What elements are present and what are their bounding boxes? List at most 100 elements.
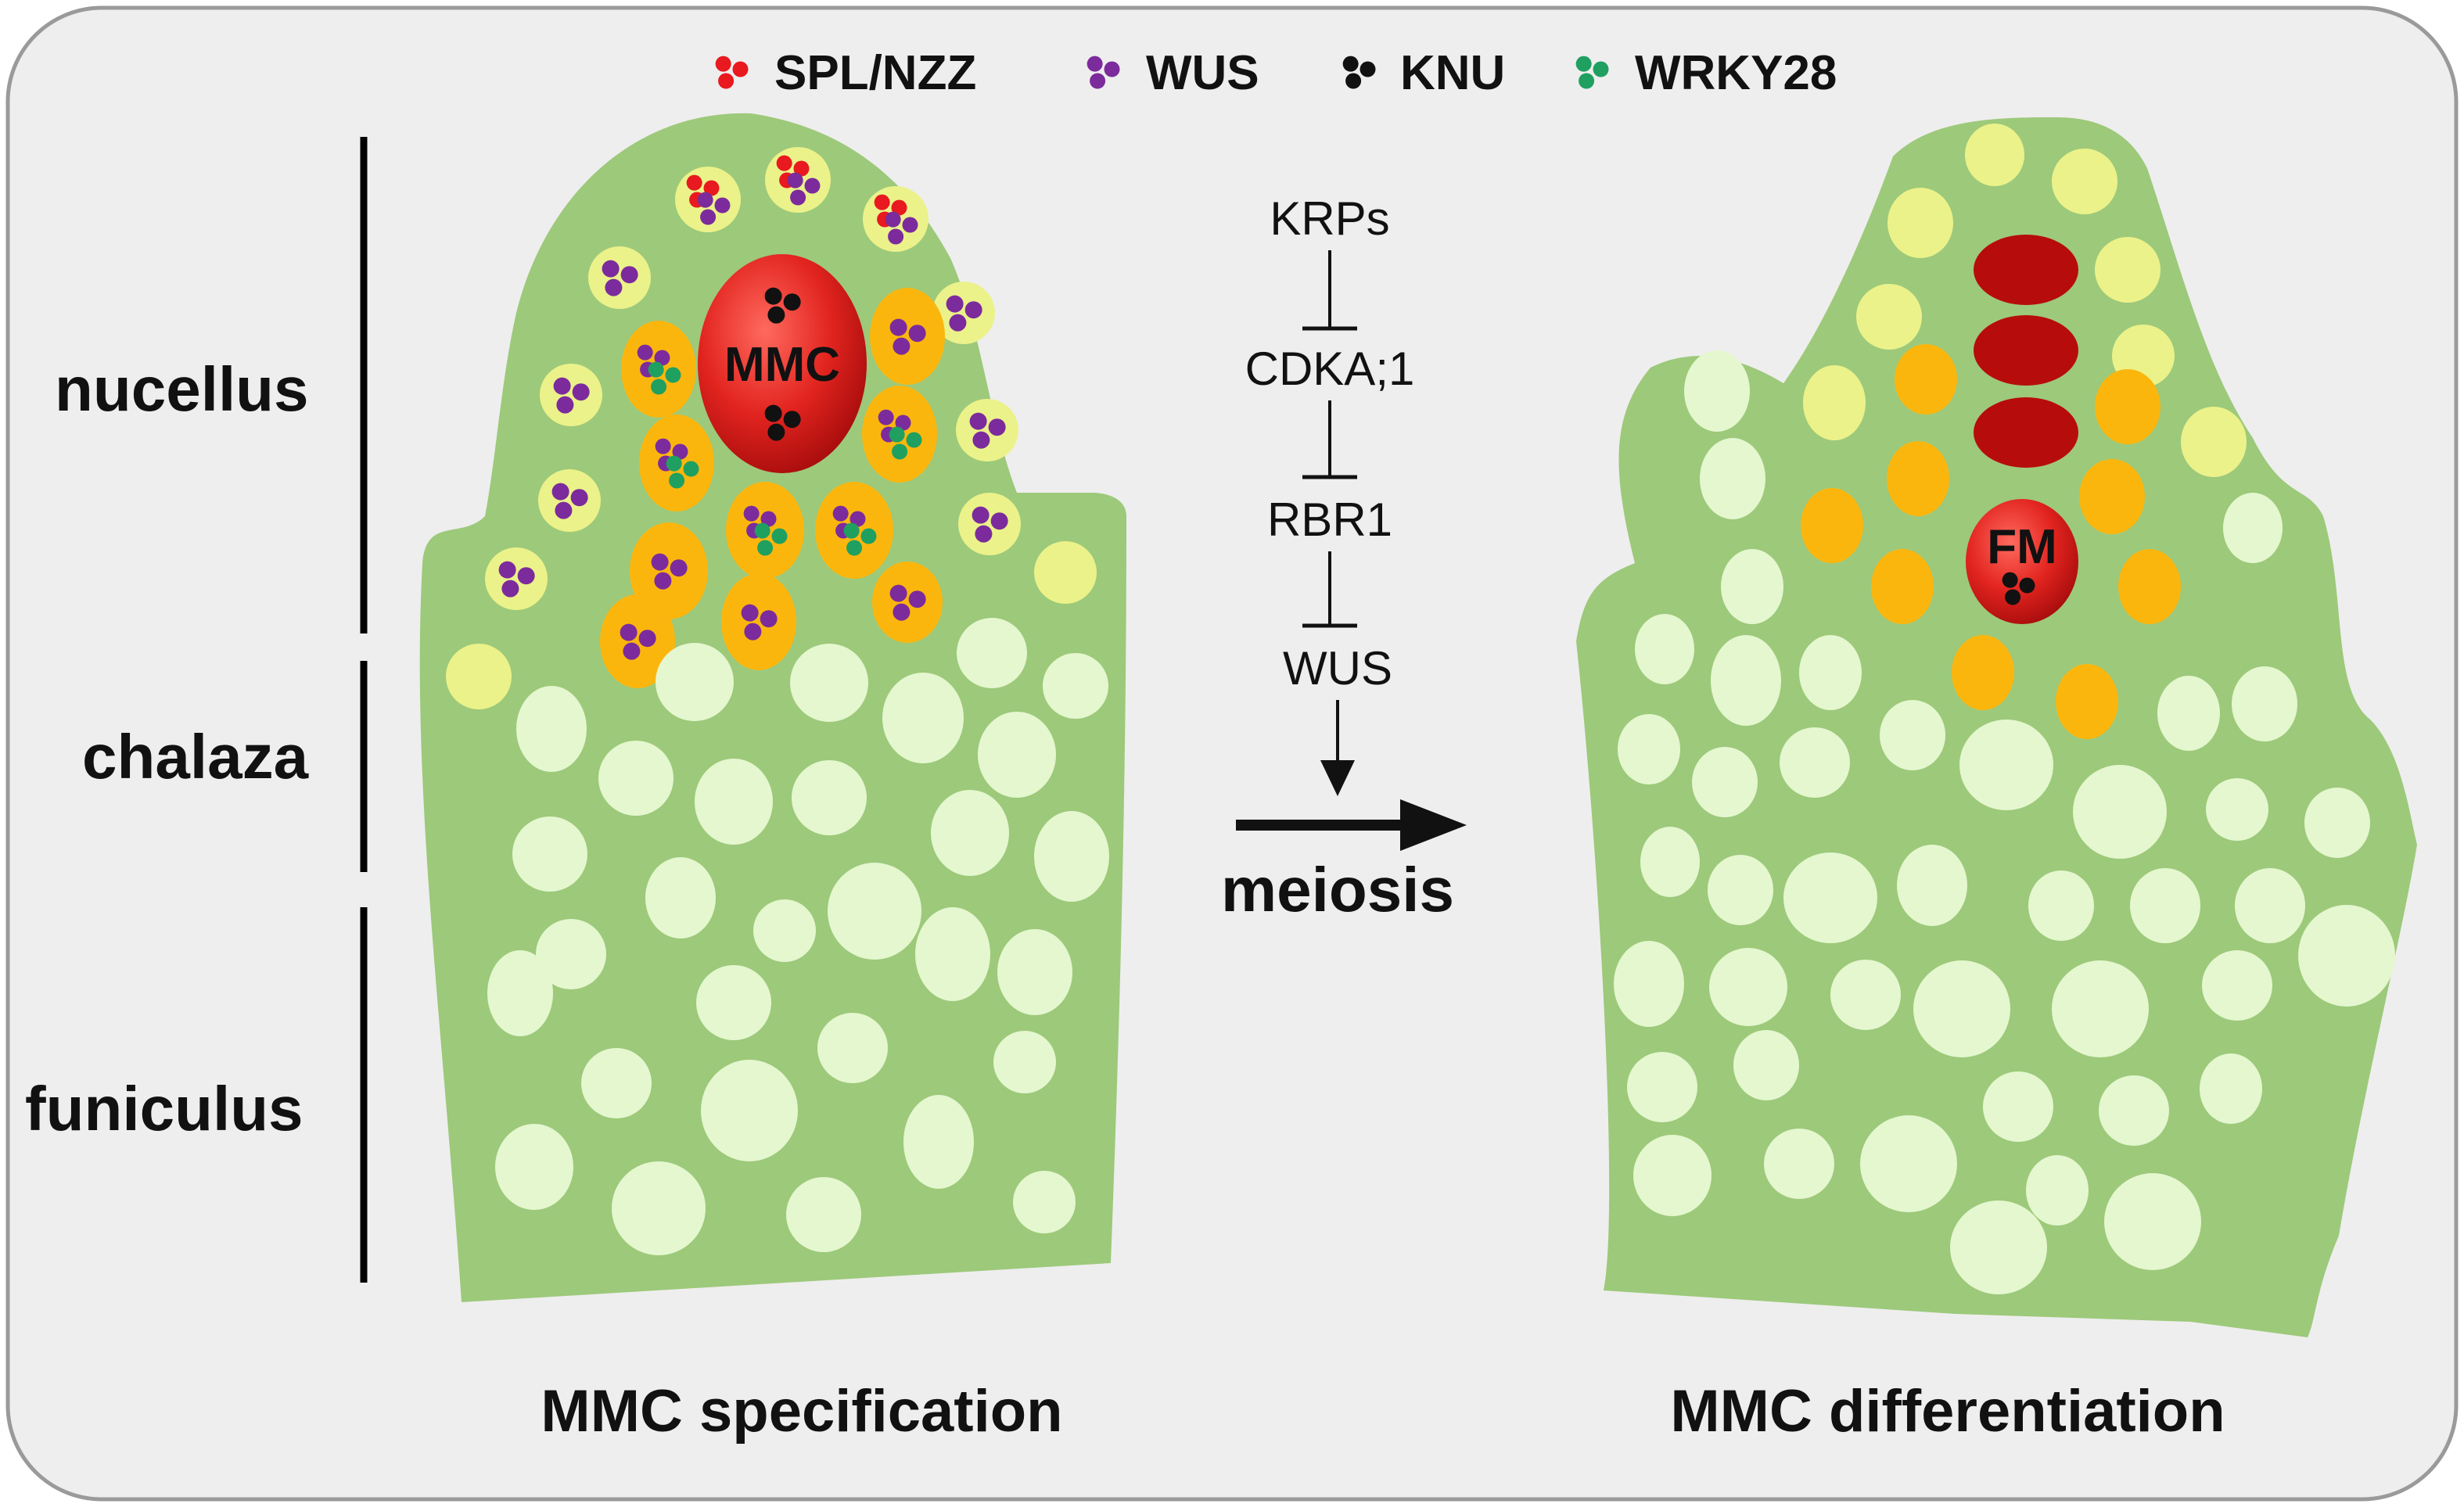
pathway-step-wus: WUS: [1283, 642, 1392, 694]
pale-cell: [978, 712, 1056, 798]
wus-protein-dots: [602, 260, 620, 278]
wus-protein-dots: [949, 314, 967, 332]
yellow-cell: [2095, 237, 2160, 303]
yellow-cell: [1034, 541, 1097, 604]
wus-protein-dots: [804, 178, 821, 194]
pale-cell: [903, 1095, 974, 1189]
pale-cell: [1950, 1201, 2047, 1294]
pale-cell: [495, 1124, 573, 1210]
knu-protein-dots: [764, 404, 782, 422]
wus-protein-dots: [889, 318, 907, 336]
pale-cell: [598, 741, 673, 816]
wus-protein-dots: [501, 580, 519, 598]
right-ovule: FM: [1576, 117, 2417, 1337]
wus-protein-dots: [849, 511, 866, 527]
wus-protein-dots: [902, 217, 918, 233]
pale-cell: [790, 644, 868, 722]
yellow-cell: [540, 364, 602, 426]
wus-protein-dots: [651, 553, 669, 571]
knu-protein-dots: [767, 423, 785, 441]
knu-protein-dots: [2002, 572, 2018, 588]
pale-cell: [487, 950, 553, 1036]
yellow-cell: [958, 493, 1021, 555]
pale-cell: [2073, 765, 2167, 859]
pale-cell: [1635, 614, 1694, 684]
spl-nzz-protein-dots: [703, 180, 720, 196]
wus-protein-dots: [654, 572, 672, 590]
pale-cell: [1764, 1129, 1834, 1199]
wrky28-protein-dots: [889, 426, 905, 443]
pale-cell: [1627, 1052, 1697, 1122]
legend-dots-spl-nzz: [732, 61, 749, 77]
legend-dots-spl-nzz: [718, 73, 735, 89]
wrky28-protein-dots: [665, 367, 681, 383]
wus-protein-dots: [964, 301, 982, 319]
orange-cell: [600, 594, 675, 688]
pale-cell: [753, 899, 816, 962]
legend-dots-wrky28: [1579, 73, 1595, 89]
wus-protein-dots: [988, 418, 1006, 436]
spl-nzz-protein-dots: [793, 160, 810, 177]
pale-cell: [2298, 905, 2395, 1007]
wus-protein-dots: [553, 377, 571, 395]
pale-cell: [1830, 960, 1901, 1030]
pale-cell: [1013, 1171, 1076, 1233]
pale-cell: [1640, 827, 1700, 897]
wrky28-protein-dots: [843, 522, 860, 539]
pale-cell: [1692, 747, 1758, 817]
wus-protein-dots: [760, 610, 778, 628]
wus-protein-dots: [498, 561, 516, 579]
wus-protein-dots: [893, 603, 911, 621]
wus-protein-dots: [878, 409, 894, 425]
pale-cell: [695, 759, 773, 845]
yellow-cell: [446, 644, 512, 709]
left-ovule: MMC: [419, 113, 1126, 1303]
wus-protein-dots: [714, 197, 731, 214]
pale-cell: [581, 1048, 652, 1118]
orange-cell: [2118, 549, 2181, 624]
pale-cell: [957, 618, 1027, 688]
yellow-cell: [1888, 188, 1953, 258]
pale-cell: [2026, 1155, 2089, 1226]
wrky28-protein-dots: [683, 461, 699, 477]
wus-protein-dots: [908, 590, 926, 608]
wus-protein-dots: [605, 278, 623, 296]
wus-protein-dots: [975, 525, 993, 543]
knu-protein-dots: [2005, 589, 2021, 605]
pale-cell: [645, 857, 716, 939]
knu-protein-dots: [783, 411, 801, 429]
region-label-nucellus: nucellus: [55, 354, 309, 424]
wus-protein-dots: [741, 604, 759, 622]
legend-dots-spl-nzz: [715, 56, 731, 72]
wus-protein-dots: [889, 584, 907, 602]
pale-cell: [786, 1177, 861, 1252]
legend-dots-wrky28: [1575, 56, 1592, 72]
pale-cell: [536, 919, 606, 989]
wrky28-protein-dots: [906, 432, 922, 448]
wrky28-protein-dots: [846, 540, 863, 556]
pale-cell: [2223, 493, 2283, 563]
wus-protein-dots: [555, 501, 573, 519]
pale-cell: [1700, 438, 1765, 519]
wus-protein-dots: [672, 443, 688, 460]
pale-cell: [1897, 845, 1967, 926]
wus-protein-dots: [743, 505, 760, 522]
pale-cell: [1860, 1115, 1957, 1212]
pale-cell: [1711, 635, 1781, 726]
wus-protein-dots: [972, 506, 990, 524]
orange-cell: [870, 288, 945, 385]
pale-cell: [512, 817, 587, 892]
orange-cell: [2095, 369, 2160, 444]
spl-nzz-protein-dots: [686, 174, 702, 191]
wus-protein-dots: [655, 438, 671, 454]
wus-protein-dots: [620, 266, 638, 284]
wus-protein-dots: [572, 383, 590, 401]
pale-cell: [931, 790, 1009, 876]
signaling-pathway: KRPs CDKA;1 RBR1 WUS meiosis: [1221, 192, 1467, 924]
wrky28-protein-dots: [892, 443, 908, 460]
wrky28-protein-dots: [771, 528, 788, 544]
wus-protein-dots: [787, 172, 803, 188]
wrky28-protein-dots: [666, 455, 682, 472]
